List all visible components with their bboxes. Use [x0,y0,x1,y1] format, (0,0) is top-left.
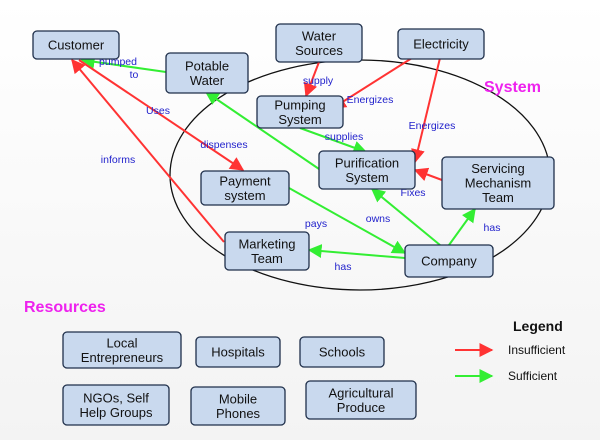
resource-agricultural-produce-label: Produce [337,400,385,415]
resource-schools-label: Schools [319,345,366,360]
node-purification-system-label: Purification [335,155,399,170]
node-potable-water-label: Potable [185,58,229,73]
edge-label-marketing-team-to-customer: informs [101,154,135,166]
node-company-label: Company [421,254,477,269]
edge-marketing-team-to-customer [71,58,225,243]
resource-schools-box [299,336,385,368]
legend-label-insufficient: Insufficient [508,343,566,357]
node-water-sources-label: Sources [295,43,343,58]
edge-label-pumping-system-to-purification-system: supplies [325,131,364,143]
resource-ngos-label: Help Groups [80,405,153,420]
resource-agricultural-produce-box [305,380,417,420]
edge-company-to-marketing-team [307,244,406,259]
edge-label-company-to-marketing-team: has [335,261,352,273]
edge-label-customer-to-payment-system: Uses [146,105,170,117]
node-water-sources-label: Water [302,28,337,43]
node-pumping-system-label: System [278,112,321,127]
resource-hospitals-label: Hospitals [211,345,265,360]
node-marketing-team-box [224,231,310,271]
legend: Legend Insufficient Sufficient [455,318,566,383]
node-company-box [404,244,494,278]
node-electricity-label: Electricity [413,37,469,52]
edge-label-electricity-to-purification-system: Energizes [409,120,456,132]
resource-hospitals: Hospitals [195,336,281,368]
node-pumping-system-box [256,95,344,129]
resource-ngos-box [62,384,170,426]
node-servicing-team-label: Team [482,190,514,205]
resource-schools: Schools [299,336,385,368]
edge-label-company-to-purification-system: owns [366,213,391,225]
node-customer: Customer [32,30,120,60]
edge-label-payment-system-to-company: pays [305,218,327,230]
node-servicing-team-label: Mechanism [465,176,531,191]
edge-electricity-to-pumping-system [331,57,413,109]
resource-agricultural-produce-label: Agricultural [328,385,393,400]
node-water-sources-box [275,23,363,63]
legend-title: Legend [513,318,563,334]
node-marketing-team-label: Marketing [238,236,295,251]
node-customer-label: Customer [48,38,105,53]
edge-label-purification-system-to-potable-water: dispenses [200,139,247,151]
resource-hospitals-box [195,336,281,368]
node-customer-box [32,30,120,60]
node-potable-water-label: Water [190,73,225,88]
edge-water-sources-to-pumping-system [303,61,320,98]
edge-potable-water-to-customer [80,54,167,73]
resource-mobile-phones-label: Phones [216,406,261,421]
node-company: Company [404,244,494,278]
node-servicing-team-box [441,156,555,210]
edge-customer-to-payment-system [78,59,245,171]
node-pumping-system-label: Pumping [274,97,325,112]
edge-pumping-system-to-purification-system [299,127,368,155]
edge-label-company-to-servicing-team: has [484,222,501,234]
resources-heading: Resources [24,299,106,316]
node-payment-system-label: Payment [219,173,271,188]
edge-label-servicing-team-to-purification-system: Fixes [400,187,425,199]
edge-purification-system-to-potable-water [204,91,320,170]
node-payment-system-label: system [224,188,265,203]
node-purification-system-box [318,150,416,190]
edges-layer: pumpedtoUsesinformssupplyEnergizesEnergi… [71,54,501,273]
node-payment-system-box [200,170,290,206]
resource-local-entrepreneurs-box [62,331,182,369]
resource-local-entrepreneurs-label: Entrepreneurs [81,350,164,365]
edge-label-electricity-to-pumping-system: Energizes [347,94,394,106]
resource-ngos-label: NGOs, Self [83,390,149,405]
resource-mobile-phones-box [190,386,286,426]
edge-servicing-team-to-purification-system [413,167,443,181]
resource-local-entrepreneurs-label: Local [106,335,137,350]
node-potable-water-box [165,52,249,94]
node-electricity: Electricity [397,28,485,60]
edge-company-to-purification-system [370,188,441,246]
edge-label-water-sources-to-pumping-system: supply [303,75,334,87]
node-electricity-box [397,28,485,60]
legend-label-sufficient: Sufficient [508,369,558,383]
node-marketing-team-label: Team [251,251,283,266]
edge-company-to-servicing-team [448,207,476,246]
system-heading: System [484,79,541,96]
resource-mobile-phones-label: Mobile [219,391,257,406]
node-servicing-team-label: Servicing [471,161,524,176]
node-purification-system-label: System [345,170,388,185]
edge-label-potable-water-to-customer: to [130,69,139,81]
edge-payment-system-to-company [288,187,407,254]
edge-electricity-to-purification-system [411,57,441,164]
